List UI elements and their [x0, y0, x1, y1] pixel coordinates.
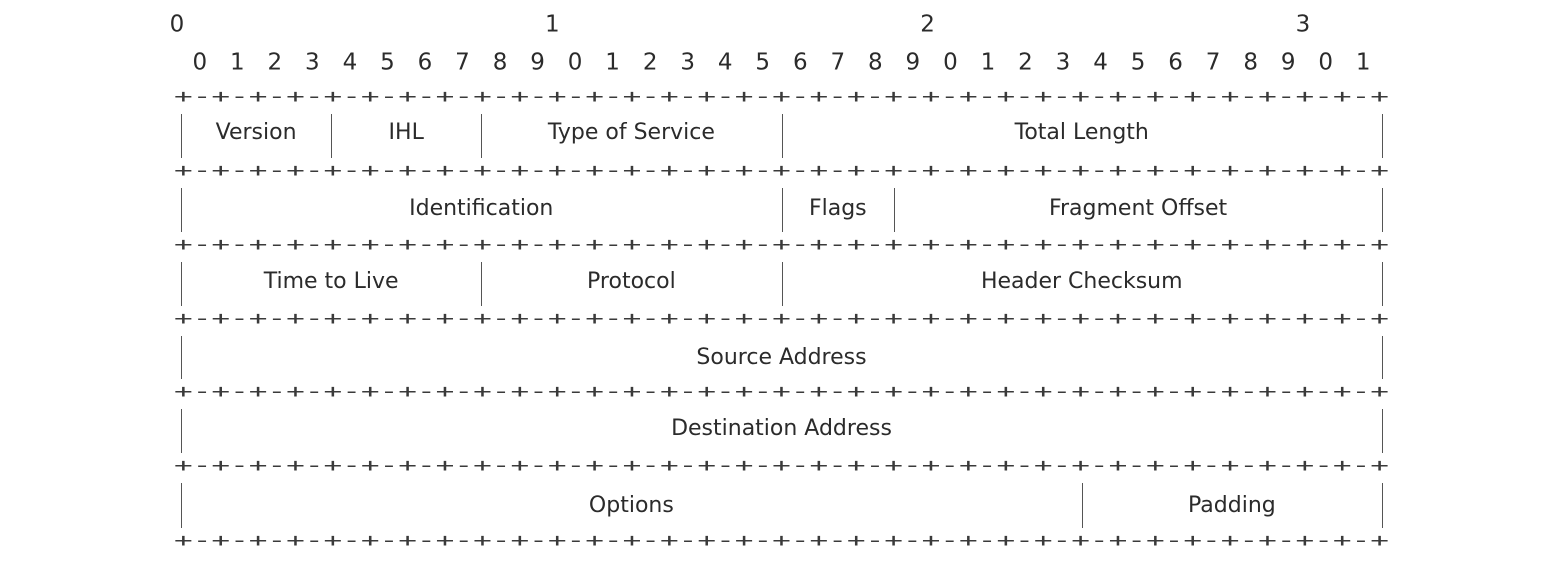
bit-ones-label: 3	[305, 49, 320, 76]
bit-ones-label: 7	[830, 49, 846, 76]
bit-ones-label: 7	[455, 49, 470, 76]
bit-ones-label: 0	[1318, 49, 1334, 76]
row-separator: +-+-+-+-+-+-+-+-+-+-+-+-+-+-+-+-+-+-+-+-…	[174, 159, 1389, 182]
row-right-border	[1382, 336, 1383, 379]
field-identification: Identification	[409, 196, 554, 221]
row-separator: +-+-+-+-+-+-+-+-+-+-+-+-+-+-+-+-+-+-+-+-…	[174, 529, 1389, 552]
field-padding: Padding	[1188, 493, 1276, 518]
field-destination-address: Destination Address	[671, 416, 892, 441]
bit-ones-label: 5	[755, 49, 771, 76]
bit-ones-label: 1	[1355, 49, 1371, 76]
field-source-address: Source Address	[696, 345, 867, 370]
field-time-to-live: Time to Live	[263, 269, 399, 294]
field-header-checksum: Header Checksum	[980, 269, 1183, 294]
bit-ones-label: 2	[642, 49, 658, 76]
field-version: Version	[215, 120, 297, 145]
field-divider	[481, 114, 483, 158]
field-divider	[894, 188, 896, 232]
bit-ones-label: 1	[980, 49, 996, 76]
bit-ones-label: 4	[1093, 49, 1108, 76]
bit-ones-label: 0	[943, 49, 958, 76]
bit-ones-label: 8	[492, 49, 508, 76]
row-left-border	[181, 262, 182, 306]
field-flags: Flags	[808, 196, 867, 221]
bit-ones-label: 6	[1168, 49, 1183, 76]
row-right-border	[1382, 262, 1383, 306]
field-total-length: Total Length	[1014, 120, 1149, 145]
bit-ones-label: 1	[605, 49, 620, 76]
bit-tens-label: 0	[169, 11, 185, 38]
bit-ones-label: 9	[530, 49, 545, 76]
bit-ones-label: 3	[680, 49, 695, 76]
bit-ones-label: 2	[267, 49, 283, 76]
row-left-border	[181, 114, 182, 158]
bit-ones-label: 9	[905, 49, 921, 76]
row-separator: +-+-+-+-+-+-+-+-+-+-+-+-+-+-+-+-+-+-+-+-…	[174, 307, 1389, 330]
bit-ones-label: 4	[717, 49, 733, 76]
row-left-border	[181, 336, 182, 379]
row-separator: +-+-+-+-+-+-+-+-+-+-+-+-+-+-+-+-+-+-+-+-…	[174, 454, 1389, 477]
row-right-border	[1382, 114, 1383, 158]
row-right-border	[1382, 483, 1383, 528]
row-right-border	[1382, 409, 1383, 453]
bit-ones-label: 6	[792, 49, 808, 76]
bit-ones-label: 5	[1130, 49, 1146, 76]
bit-ones-label: 4	[342, 49, 358, 76]
field-divider	[481, 262, 483, 306]
row-separator: +-+-+-+-+-+-+-+-+-+-+-+-+-+-+-+-+-+-+-+-…	[174, 233, 1389, 256]
bit-ones-label: 9	[1280, 49, 1296, 76]
row-left-border	[181, 188, 182, 232]
bit-ones-label: 5	[380, 49, 395, 76]
field-divider	[331, 114, 333, 158]
row-left-border	[181, 409, 182, 453]
bit-tens-label: 2	[920, 11, 935, 38]
field-divider	[781, 262, 783, 306]
bit-ones-label: 1	[229, 49, 245, 76]
field-divider	[781, 188, 783, 232]
field-divider	[1081, 483, 1083, 528]
field-fragment-offset: Fragment Offset	[1048, 196, 1228, 221]
bit-tens-label: 1	[544, 11, 560, 38]
bit-ones-label: 3	[1055, 49, 1071, 76]
row-left-border	[181, 483, 182, 528]
bit-ones-label: 7	[1205, 49, 1221, 76]
field-options: Options	[588, 493, 674, 518]
field-protocol: Protocol	[587, 269, 676, 294]
bit-tens-label: 3	[1295, 11, 1311, 38]
bit-ones-label: 0	[192, 49, 208, 76]
row-separator: +-+-+-+-+-+-+-+-+-+-+-+-+-+-+-+-+-+-+-+-…	[174, 380, 1389, 403]
bit-ones-label: 8	[868, 49, 883, 76]
field-ihl: IHL	[388, 120, 424, 145]
bit-ones-label: 8	[1243, 49, 1258, 76]
row-right-border	[1382, 188, 1383, 232]
bit-ones-label: 6	[417, 49, 433, 76]
row-separator: +-+-+-+-+-+-+-+-+-+-+-+-+-+-+-+-+-+-+-+-…	[174, 85, 1389, 108]
bit-ones-label: 0	[567, 49, 583, 76]
bit-ones-label: 2	[1018, 49, 1033, 76]
field-divider	[781, 114, 783, 158]
field-type-of-service: Type of Service	[547, 120, 715, 145]
